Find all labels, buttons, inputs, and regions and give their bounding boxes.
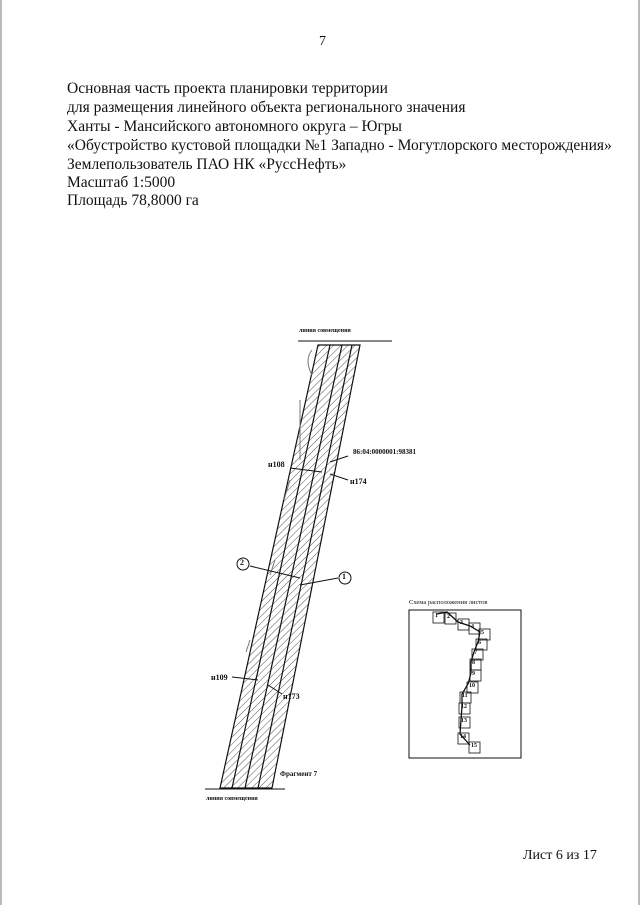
leader-line	[329, 473, 349, 481]
inset-sheet-box	[471, 648, 484, 661]
corridor-strip	[219, 344, 361, 789]
page-number: 7	[319, 34, 326, 49]
header-line: «Обустройство кустовой площадки №1 Запад…	[67, 137, 612, 154]
header-line: Масштаб 1:5000	[67, 174, 176, 191]
inset-sheet-box	[468, 741, 481, 754]
header-line: Площадь 78,8000 га	[67, 192, 199, 209]
leader-line	[289, 467, 323, 473]
inset-sheet-box	[458, 716, 471, 729]
leader-line	[231, 676, 259, 681]
inset-sheet-number: 11	[462, 693, 468, 699]
inset-sheet-box	[468, 622, 481, 635]
top-match-line-label: линия совмещения	[299, 328, 351, 334]
callout-label: 2	[240, 558, 244, 567]
inset-sheet-number: 1	[435, 613, 438, 619]
scan-edge-left	[0, 0, 2, 905]
inset-route	[436, 611, 481, 746]
fragment-label: Фрагмент 7	[280, 770, 318, 778]
header-line: Землепользователь ПАО НК «РуссНефть»	[67, 156, 347, 173]
leader-line	[249, 565, 301, 579]
inset-frame	[408, 609, 522, 759]
sheet-counter: Лист 6 из 17	[523, 848, 597, 863]
inset-sheet-box	[458, 702, 471, 715]
inset-sheet-number: 10	[469, 683, 475, 689]
inset-sheet-box	[475, 638, 488, 651]
inset-sheet-number: 7	[474, 650, 477, 656]
point-label: н173	[283, 692, 300, 701]
inset-sheet-number: 12	[461, 704, 467, 710]
callout-circle-2	[236, 557, 250, 571]
inset-sheet-number: 4	[471, 624, 474, 630]
scan-edge-right	[638, 0, 640, 905]
header-line: Основная часть проекта планировки террит…	[67, 80, 388, 97]
corridor-line	[231, 344, 331, 789]
inset-sheet-number: 5	[481, 630, 484, 636]
bottom-match-line-label: линия совмещения	[206, 796, 258, 802]
terrain-marks	[245, 349, 313, 653]
inset-sheet-box	[466, 681, 479, 694]
header-line: Ханты - Мансийского автономного округа –…	[67, 118, 402, 135]
inset-sheet-box	[432, 611, 445, 624]
inset-sheet-number: 14	[460, 734, 466, 740]
inset-sheet-number: 2	[447, 614, 450, 620]
inset-sheet-number: 6	[478, 640, 481, 646]
inset-sheet-number: 15	[471, 743, 477, 749]
inset-sheet-number: 13	[461, 718, 467, 724]
inset-sheet-box	[457, 732, 470, 745]
point-label: н108	[268, 460, 285, 469]
cadastral-number: 86:04:0000001:98381	[353, 448, 416, 456]
inset-sheet-number: 8	[472, 660, 475, 666]
inset-sheet-number: 9	[472, 671, 475, 677]
leader-line	[329, 455, 349, 463]
inset-sheet-box	[444, 612, 457, 625]
inset-title: Схема расположения листов	[409, 599, 488, 606]
leader-line	[267, 684, 283, 695]
point-label: н109	[211, 673, 228, 682]
inset-sheet-number: 3	[460, 620, 463, 626]
callout-label: 1	[342, 572, 346, 581]
point-label: н174	[350, 477, 367, 486]
leader-line	[299, 577, 339, 586]
corridor-line	[257, 344, 353, 789]
header-line: для размещения линейного объекта региона…	[67, 99, 466, 116]
corridor-line	[244, 344, 343, 789]
callout-circle-1	[338, 571, 352, 585]
